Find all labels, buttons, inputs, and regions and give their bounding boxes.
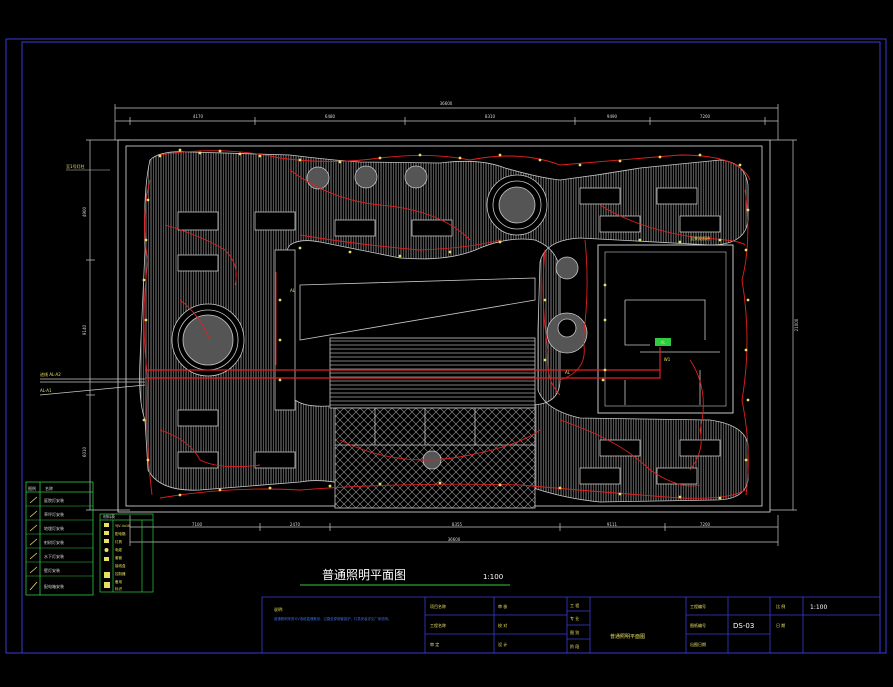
right-dimensions	[770, 139, 797, 511]
tb-dateline-label: 日 期	[776, 622, 785, 628]
legend-row-2: 草坪灯安装	[44, 511, 64, 517]
schedule-row-5: 套管	[115, 555, 122, 560]
dim-top-seg-5: 7200	[700, 114, 711, 119]
round-features	[171, 165, 588, 377]
schedule-row-9: 标识	[115, 586, 122, 591]
tb-stage: 阶 段	[570, 643, 579, 649]
tb-project-name: 项目名称	[430, 603, 446, 609]
tb-engineering-name: 工程名称	[430, 622, 446, 628]
schedule-symbols	[104, 523, 110, 588]
legend-header-name: 名称	[45, 485, 53, 491]
schedule-row-7: 控制器	[115, 571, 126, 576]
schedule-row-1: YJV-4x16	[115, 524, 130, 528]
paving-grid	[335, 408, 535, 446]
dim-bottom-seg-3: 8355	[452, 522, 463, 527]
schedule-row-6: 接线盒	[115, 563, 126, 568]
left-dimensions	[86, 139, 130, 511]
dim-top-seg-3: 8310	[485, 114, 496, 119]
distribution-box	[655, 338, 671, 346]
dim-left-seg-3: 6010	[82, 446, 87, 457]
schedule-row-4: 电缆	[115, 547, 122, 552]
legend-row-4: 射树灯安装	[44, 539, 64, 545]
central-wedge	[299, 277, 536, 341]
dim-bottom-seg-1: 7100	[192, 522, 203, 527]
tb-checked: 校 对	[498, 622, 507, 628]
dim-bottom-seg-2: 2470	[290, 522, 301, 527]
central-steps	[329, 337, 536, 409]
building-partitions	[624, 299, 720, 405]
tb-scale-value: 1:100	[810, 604, 827, 611]
dim-top-total: 36600	[440, 101, 453, 106]
dim-right-total: 21000	[794, 318, 799, 331]
tb-discipline: 专 业	[570, 615, 579, 621]
tb-reviewed: 审 核	[498, 603, 507, 609]
legend-rows	[26, 505, 93, 577]
tb-project-no-label: 工程编号	[690, 603, 706, 609]
dim-left-seg-2: 9140	[82, 324, 87, 335]
legend-row-1: 庭院灯安装	[44, 497, 64, 503]
tb-sheet-title: 普通照明平面图	[610, 633, 645, 640]
lighting-circuits	[143, 150, 751, 499]
schedule-row-3: 灯具	[115, 539, 122, 544]
legend-symbols	[29, 496, 38, 591]
notes-text: 普通照明采用YJV电缆直埋敷设，过路处穿钢管保护，灯具安装详见厂家说明。	[274, 616, 391, 621]
legend-row-3: 地埋灯安装	[44, 525, 64, 531]
inlet-leader-lines	[39, 378, 146, 396]
dim-bottom-seg-5: 7200	[700, 522, 711, 527]
inlet-label-top: 进线 AL-A2	[40, 371, 61, 377]
light-fixtures	[142, 148, 750, 500]
legend-row-7: 配电箱安装	[44, 583, 64, 589]
inlet-label-bottom: AL-A1	[40, 388, 52, 393]
notes-label: 说明:	[274, 606, 283, 612]
legend-row-6: 壁灯安装	[44, 567, 60, 573]
left-note: 至1号灯柱	[66, 163, 85, 169]
right-building	[597, 244, 734, 414]
schedule-row-2: 配电箱	[115, 531, 126, 536]
distribution-box-label: AL	[661, 340, 667, 345]
tb-date-label: 出图日期	[690, 641, 706, 647]
dim-bottom-total: 36600	[448, 537, 461, 542]
tb-designed: 设 计	[498, 641, 507, 647]
title-block	[261, 596, 881, 654]
tb-category: 图 别	[570, 629, 579, 635]
tb-drawing-no: DS-03	[733, 622, 754, 630]
cable-label-a: AL	[290, 288, 296, 293]
dim-left-seg-1: 4900	[82, 206, 87, 217]
cable-label-b: AL	[565, 370, 571, 375]
dim-top-seg-1: 4170	[193, 114, 204, 119]
dim-top-seg-2: 6480	[325, 114, 336, 119]
tb-approved: 审 定	[430, 641, 439, 647]
tb-drawing-no-label: 图纸编号	[690, 622, 706, 628]
distribution-box-sub: W1	[664, 357, 671, 362]
legend-header-icon: 图例	[28, 485, 36, 491]
drawing-scale: 1:100	[483, 573, 503, 581]
drawing-title: 普通照明平面图	[322, 568, 406, 582]
dim-top-seg-4: 9490	[607, 114, 618, 119]
top-dimensions	[114, 104, 779, 140]
tb-engineering: 工 程	[570, 602, 579, 608]
tb-scale-label: 比 例	[776, 603, 785, 609]
dim-bottom-seg-4: 9111	[607, 522, 618, 527]
right-building-inner	[604, 251, 727, 407]
schedule-title: 材料表	[103, 513, 115, 519]
right-note: 至景观照明	[690, 235, 710, 241]
legend-row-5: 水下灯安装	[44, 553, 64, 559]
schedule-row-8: 备用	[115, 579, 122, 584]
schedule-table	[99, 513, 154, 593]
left-wall	[274, 249, 296, 411]
